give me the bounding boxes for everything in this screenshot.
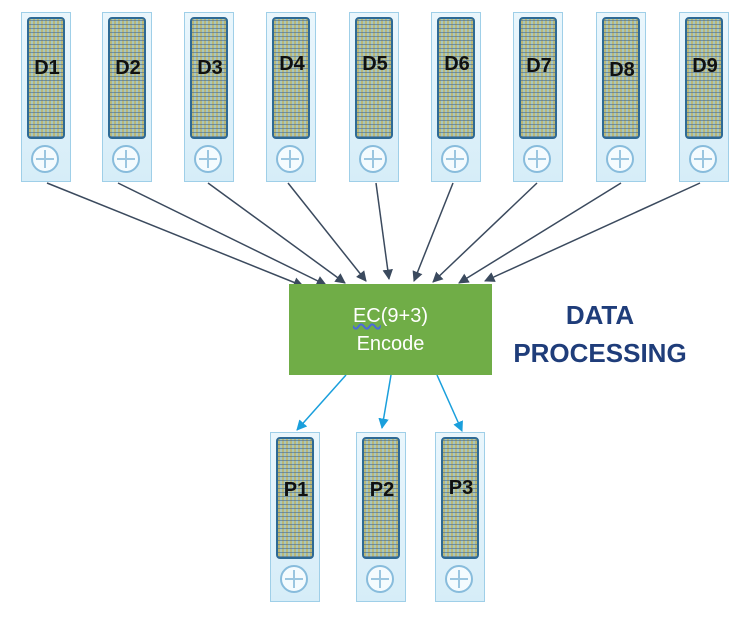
input-arrow-5 [375,182,393,281]
data-drive-d2: D2 [102,12,152,182]
drive-label: P3 [448,477,474,499]
drive-knob-icon [445,565,473,593]
data-drive-d8: D8 [596,12,646,182]
drive-panel [276,437,314,559]
heading-line-1: DATA [565,300,635,330]
input-arrow-2 [117,182,327,286]
input-arrow-7 [432,182,538,283]
drive-label: D8 [609,59,635,81]
ec-scheme-suffix: (9+3) [380,305,429,327]
heading-line-2: PROCESSING [513,338,687,368]
drive-knob-icon [606,145,634,173]
ec-action-text: Encode [356,333,425,355]
drive-panel [437,17,475,139]
drive-knob-icon [112,145,140,173]
input-arrow-3 [207,182,346,284]
output-arrow-3 [436,374,463,432]
drive-panel [602,17,640,139]
drive-label: D7 [526,55,552,77]
drive-knob-icon [280,565,308,593]
ec-scheme-text: EC(9+3) [289,302,492,330]
drive-knob-icon [523,145,551,173]
drive-knob-icon [359,145,387,173]
input-arrow-8 [458,182,622,284]
drive-label: D3 [197,57,223,79]
drive-label: D5 [362,53,388,75]
drive-label: D1 [34,57,60,79]
data-drive-d4: D4 [266,12,316,182]
drive-knob-icon [276,145,304,173]
drive-panel [108,17,146,139]
drive-label: D2 [115,57,141,79]
drive-panel [362,437,400,559]
drive-panel [355,17,393,139]
input-arrow-6 [412,182,454,282]
drive-knob-icon [31,145,59,173]
drive-panel [272,17,310,139]
drive-label: D4 [279,53,305,75]
data-drive-d5: D5 [349,12,399,182]
ec-scheme-prefix: EC [352,305,381,327]
drive-label: D9 [692,55,718,77]
data-drive-d7: D7 [513,12,563,182]
input-arrow-4 [287,182,367,282]
drive-panel [685,17,723,139]
drive-knob-icon [441,145,469,173]
data-drive-d3: D3 [184,12,234,182]
ec-encode-box: EC(9+3) Encode [289,284,492,375]
data-drive-d9: D9 [679,12,729,182]
drive-panel [190,17,228,139]
drive-label: P1 [283,479,309,501]
drive-knob-icon [194,145,222,173]
output-arrow-2 [378,374,392,430]
drive-label: P2 [369,479,395,501]
drive-knob-icon [366,565,394,593]
input-arrow-1 [46,182,304,288]
drive-label: D6 [444,53,470,75]
data-drive-d1: D1 [21,12,71,182]
drive-panel [441,437,479,559]
drive-panel [519,17,557,139]
output-arrow-1 [296,374,347,431]
parity-drive-p1: P1 [270,432,320,602]
drive-panel [27,17,65,139]
data-drive-d6: D6 [431,12,481,182]
drive-knob-icon [689,145,717,173]
parity-drive-p3: P3 [435,432,485,602]
input-arrow-9 [484,182,701,282]
data-processing-heading: DATA PROCESSING [500,296,700,372]
parity-drive-p2: P2 [356,432,406,602]
